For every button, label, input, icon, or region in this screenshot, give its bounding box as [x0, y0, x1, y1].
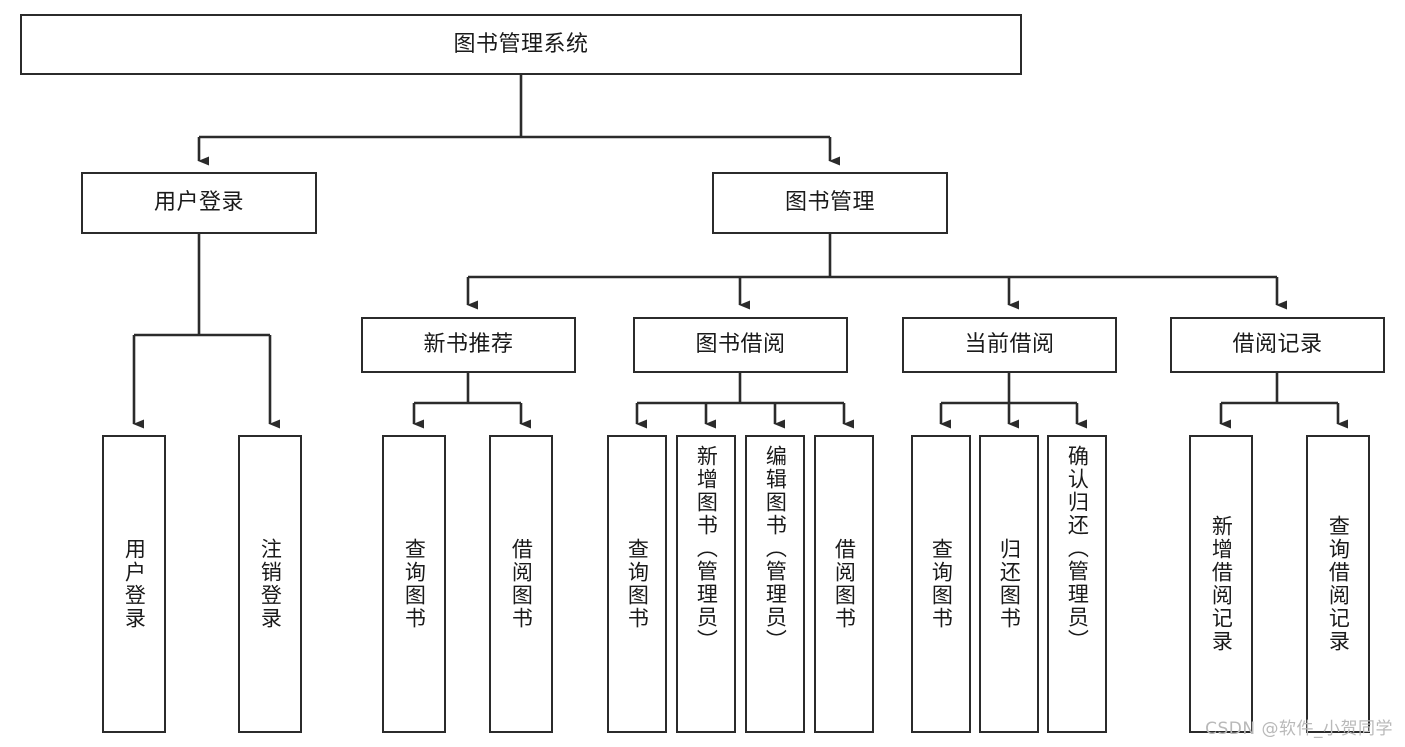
leaf-label: 注销登录 — [258, 538, 283, 630]
leaf-query-book-recommend[interactable]: 查询图书 — [382, 435, 446, 733]
leaf-return-book[interactable]: 归还图书 — [979, 435, 1039, 733]
node-label: 用户登录 — [153, 190, 244, 216]
leaf-query-book-current[interactable]: 查询图书 — [911, 435, 971, 733]
leaf-query-borrow-record[interactable]: 查询借阅记录 — [1306, 435, 1370, 733]
leaf-add-borrow-record[interactable]: 新增借阅记录 — [1189, 435, 1253, 733]
leaf-label: 查询图书 — [929, 538, 954, 630]
leaf-user-login[interactable]: 用户登录 — [102, 435, 166, 733]
node-label: 图书借阅 — [695, 332, 786, 358]
node-label: 借阅记录 — [1232, 332, 1323, 358]
leaf-confirm-return[interactable]: 确认归还（管理员） — [1047, 435, 1107, 733]
leaf-label: 编辑图书（管理员） — [763, 445, 788, 652]
leaf-label: 查询借阅记录 — [1326, 515, 1351, 653]
leaf-label: 确认归还（管理员） — [1065, 445, 1090, 652]
leaf-edit-book[interactable]: 编辑图书（管理员） — [745, 435, 805, 733]
csdn-watermark: CSDN @软件_小贺同学 — [1205, 719, 1393, 739]
leaf-borrow-book-borrow[interactable]: 借阅图书 — [814, 435, 874, 733]
leaf-query-book-borrow[interactable]: 查询图书 — [607, 435, 667, 733]
leaf-label: 查询图书 — [625, 538, 650, 630]
leaf-label: 借阅图书 — [509, 538, 534, 630]
node-book-management[interactable]: 图书管理 — [712, 172, 948, 234]
leaf-label: 归还图书 — [997, 538, 1022, 630]
node-root-system[interactable]: 图书管理系统 — [20, 14, 1022, 75]
node-book-borrow[interactable]: 图书借阅 — [633, 317, 848, 373]
node-label: 图书管理系统 — [453, 31, 589, 57]
node-label: 当前借阅 — [964, 332, 1055, 358]
leaf-label: 查询图书 — [402, 538, 427, 630]
leaf-label: 新增借阅记录 — [1209, 515, 1234, 653]
leaf-label: 用户登录 — [122, 538, 147, 630]
leaf-label: 新增图书（管理员） — [694, 445, 719, 652]
node-current-borrow[interactable]: 当前借阅 — [902, 317, 1117, 373]
node-label: 图书管理 — [784, 190, 875, 216]
node-new-book-recommend[interactable]: 新书推荐 — [361, 317, 576, 373]
node-user-login[interactable]: 用户登录 — [81, 172, 317, 234]
leaf-label: 借阅图书 — [832, 538, 857, 630]
node-label: 新书推荐 — [423, 332, 514, 358]
leaf-borrow-book-recommend[interactable]: 借阅图书 — [489, 435, 553, 733]
leaf-logout-login[interactable]: 注销登录 — [238, 435, 302, 733]
node-borrow-record[interactable]: 借阅记录 — [1170, 317, 1385, 373]
leaf-add-book[interactable]: 新增图书（管理员） — [676, 435, 736, 733]
